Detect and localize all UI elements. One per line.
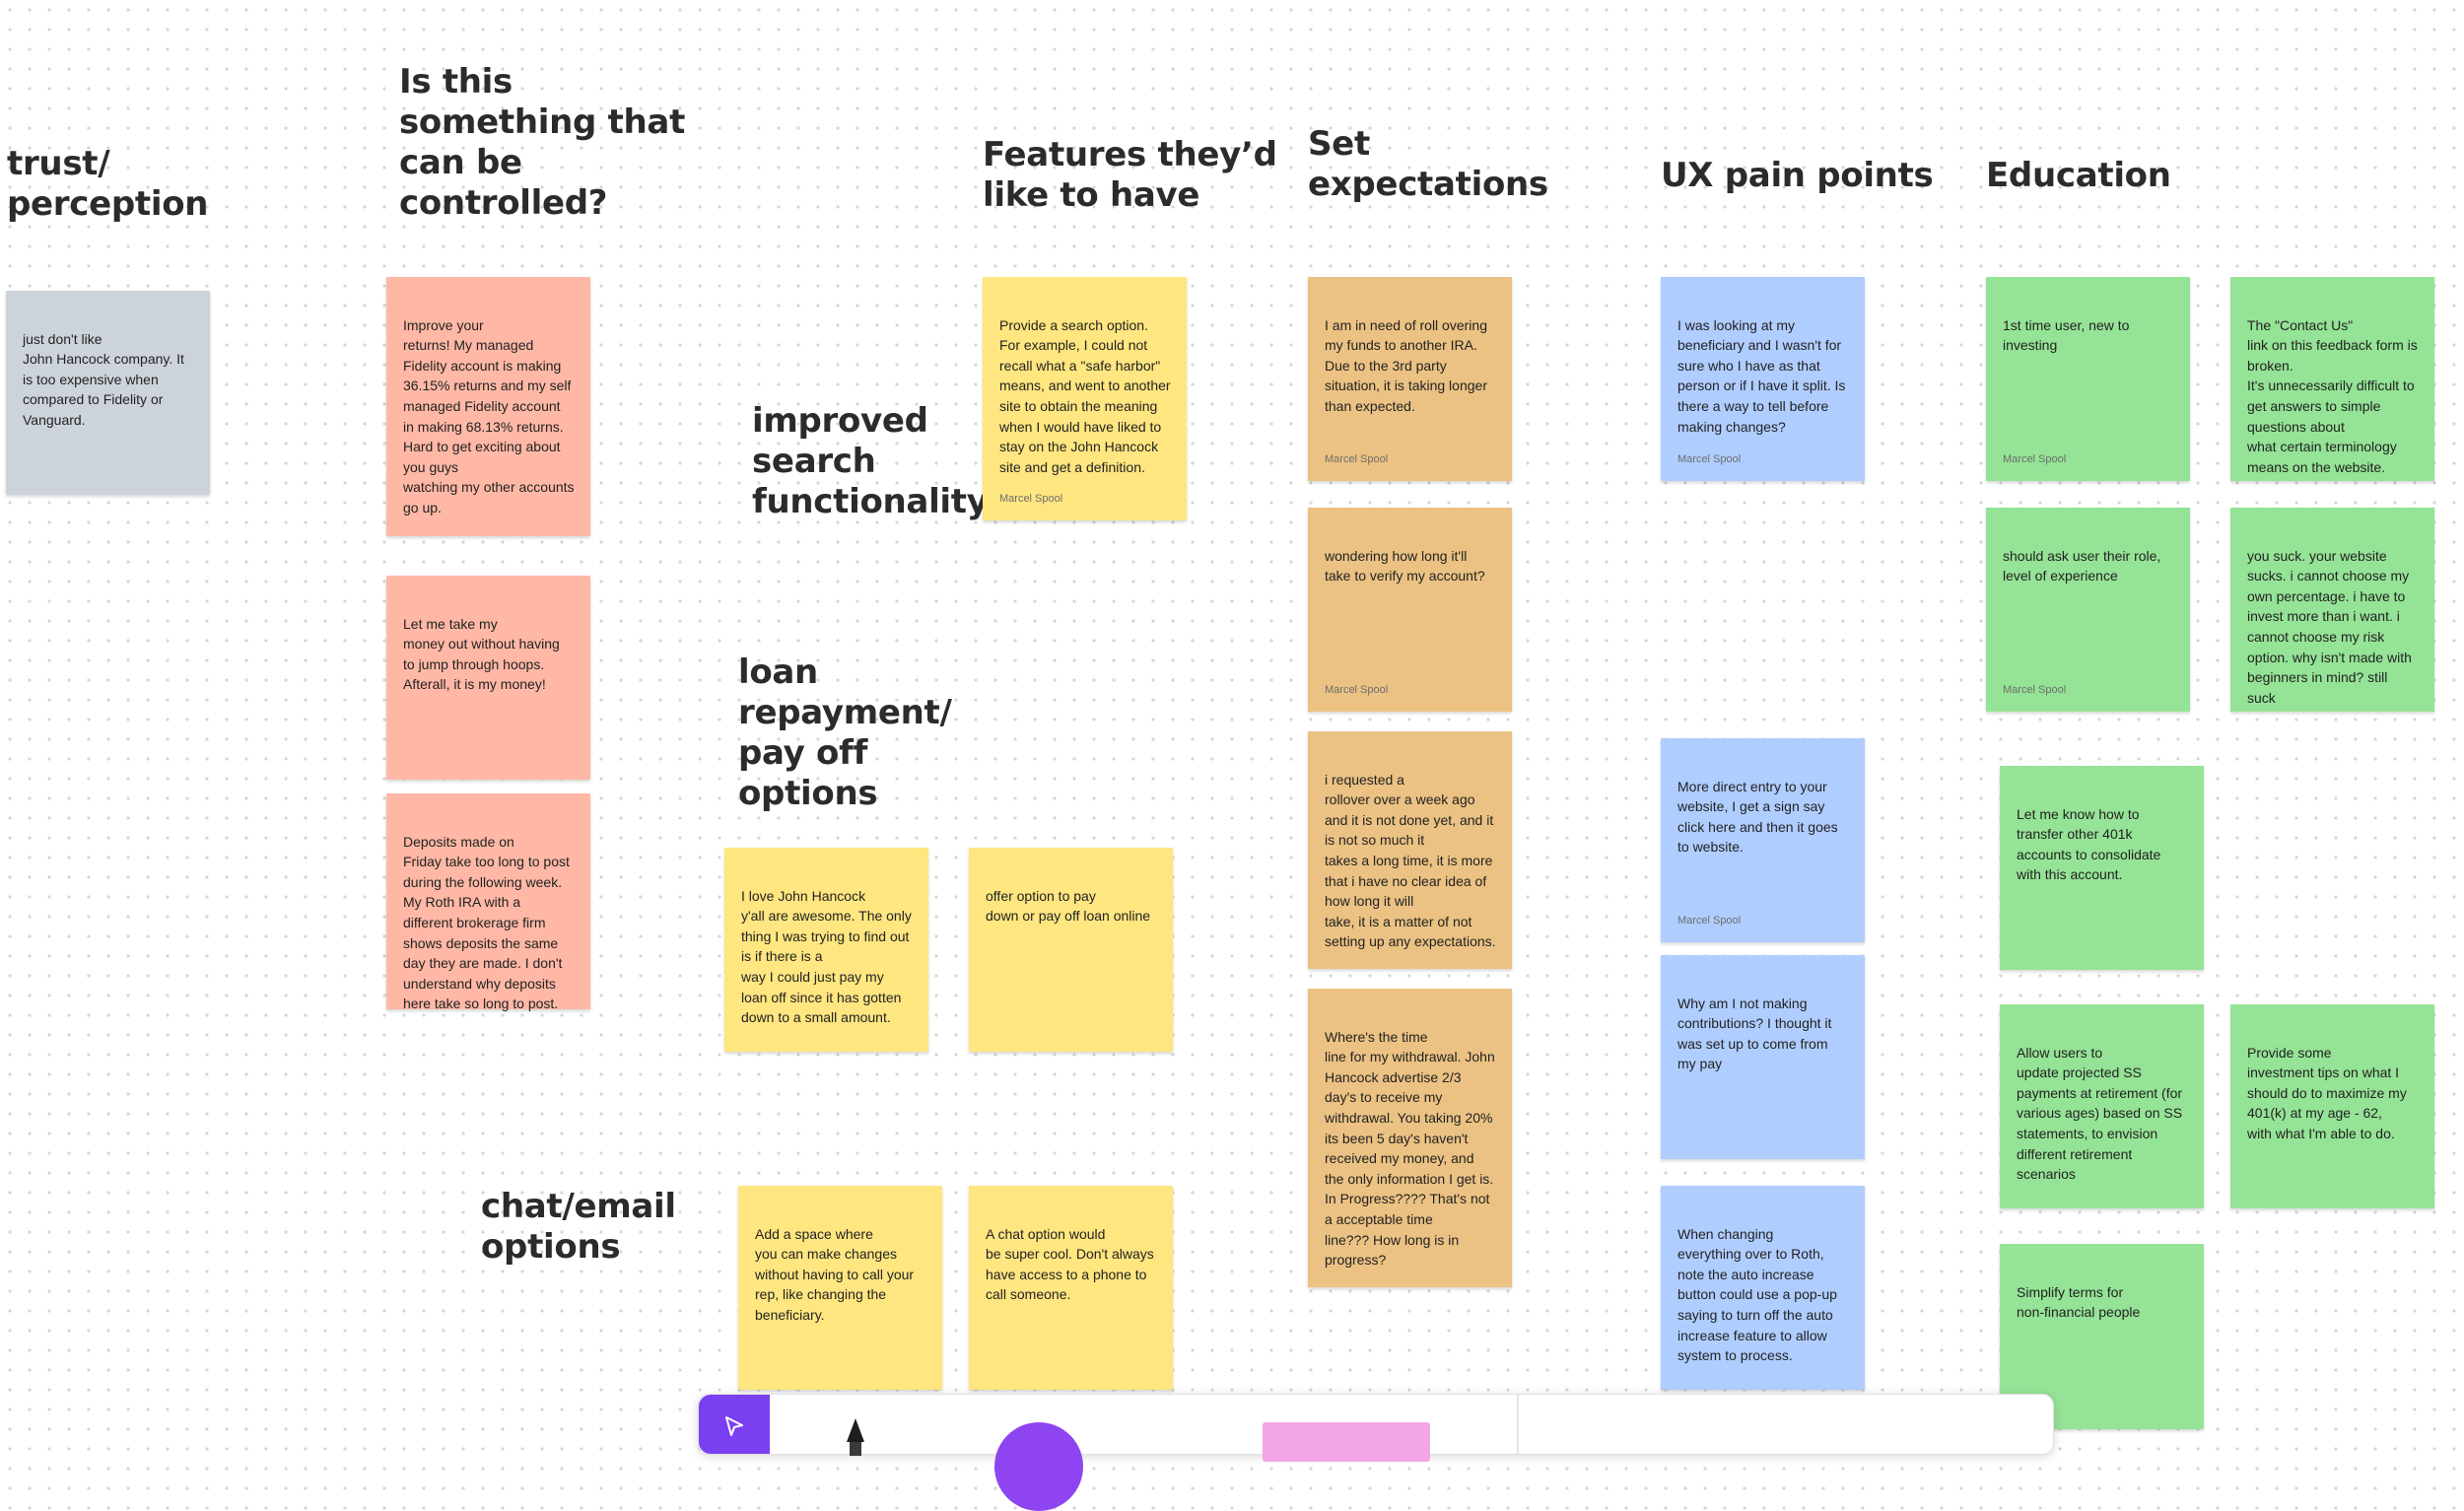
- sticky-note-icon[interactable]: [1263, 1422, 1430, 1462]
- sticky-text: Deposits made on Friday take too long to…: [403, 833, 570, 1012]
- shape-icon[interactable]: [994, 1422, 1083, 1511]
- sticky-author: Marcel Spool: [999, 493, 1063, 505]
- heading-trust-perception[interactable]: trust/ perception: [7, 144, 209, 224]
- sticky-text: i requested a rollover over a week ago a…: [1325, 771, 1496, 950]
- sticky-author: Marcel Spool: [1677, 915, 1742, 927]
- sticky-note[interactable]: I am in need of roll overing my funds to…: [1308, 277, 1512, 481]
- sticky-text: 1st time user, new to investing: [2003, 316, 2130, 354]
- sticky-note[interactable]: 1st time user, new to investing Marcel S…: [1986, 277, 2190, 481]
- sticky-note[interactable]: When changing everything over to Roth, n…: [1661, 1186, 1865, 1390]
- select-cursor-icon[interactable]: [699, 1395, 770, 1454]
- sticky-text: I love John Hancock y'all are awesome. T…: [741, 887, 912, 1026]
- sticky-text: Improve your returns! My managed Fidelit…: [403, 316, 575, 515]
- sticky-note[interactable]: Provide some investment tips on what I s…: [2230, 1004, 2434, 1208]
- sticky-author: Marcel Spool: [1677, 453, 1742, 465]
- sticky-note[interactable]: just don't like John Hancock company. It…: [6, 291, 210, 495]
- sticky-note[interactable]: Deposits made on Friday take too long to…: [386, 793, 590, 1011]
- sticky-text: Why am I not making contributions? I tho…: [1677, 995, 1832, 1072]
- sticky-note[interactable]: The "Contact Us" link on this feedback f…: [2230, 277, 2434, 481]
- sticky-note[interactable]: offer option to pay down or pay off loan…: [969, 848, 1173, 1052]
- sticky-text: Allow users to update projected SS payme…: [2017, 1044, 2183, 1183]
- sticky-author: Marcel Spool: [2003, 684, 2067, 696]
- heading-improved-search[interactable]: improved search functionality: [752, 401, 989, 521]
- sticky-note[interactable]: you suck. your website sucks. i cannot c…: [2230, 508, 2434, 712]
- sticky-note[interactable]: I love John Hancock y'all are awesome. T…: [724, 848, 928, 1052]
- heading-controlled[interactable]: Is this something that can be controlled…: [399, 62, 686, 223]
- sticky-note[interactable]: Allow users to update projected SS payme…: [2000, 1004, 2204, 1208]
- sticky-text: More direct entry to your website, I get…: [1677, 778, 1838, 856]
- sticky-text: Simplify terms for non-financial people: [2017, 1283, 2141, 1321]
- heading-loan-repayment[interactable]: loan repayment/ pay off options: [738, 652, 952, 813]
- sticky-note[interactable]: wondering how long it'll take to verify …: [1308, 508, 1512, 712]
- sticky-text: Let me take my money out without having …: [403, 615, 560, 693]
- sticky-text: wondering how long it'll take to verify …: [1325, 547, 1485, 584]
- sticky-author: Marcel Spool: [2003, 453, 2067, 465]
- sticky-note[interactable]: I was looking at my beneficiary and I wa…: [1661, 277, 1865, 481]
- sticky-note[interactable]: Add a space where you can make changes w…: [738, 1186, 942, 1390]
- sticky-note[interactable]: i requested a rollover over a week ago a…: [1308, 731, 1512, 969]
- sticky-text: Where's the time line for my withdrawal.…: [1325, 1028, 1495, 1269]
- sticky-note[interactable]: Provide a search option. For example, I …: [983, 277, 1187, 520]
- sticky-note[interactable]: A chat option would be super cool. Don't…: [969, 1186, 1173, 1390]
- sticky-text: Let me know how to transfer other 401k a…: [2017, 805, 2161, 883]
- heading-education[interactable]: Education: [1986, 156, 2171, 195]
- sticky-text: I was looking at my beneficiary and I wa…: [1677, 316, 1846, 435]
- sticky-text: When changing everything over to Roth, n…: [1677, 1225, 1837, 1364]
- bottom-toolbar: [698, 1394, 2054, 1511]
- sticky-note[interactable]: Improve your returns! My managed Fidelit…: [386, 277, 590, 536]
- sticky-author: Marcel Spool: [1325, 453, 1389, 465]
- sticky-note[interactable]: More direct entry to your website, I get…: [1661, 738, 1865, 942]
- toolbar-divider: [1517, 1395, 1519, 1454]
- sticky-text: Add a space where you can make changes w…: [755, 1225, 915, 1323]
- sticky-text: you suck. your website sucks. i cannot c…: [2247, 547, 2412, 706]
- sticky-note[interactable]: Let me know how to transfer other 401k a…: [2000, 766, 2204, 970]
- heading-ux-pain-points[interactable]: UX pain points: [1661, 156, 1934, 195]
- sticky-text: Provide a search option. For example, I …: [999, 316, 1171, 475]
- sticky-note[interactable]: should ask user their role, level of exp…: [1986, 508, 2190, 712]
- sticky-text: offer option to pay down or pay off loan…: [986, 887, 1151, 925]
- sticky-text: just don't like John Hancock company. It…: [23, 330, 184, 428]
- sticky-text: A chat option would be super cool. Don't…: [986, 1225, 1154, 1303]
- heading-features[interactable]: Features they’d like to have: [983, 135, 1277, 215]
- sticky-text: The "Contact Us" link on this feedback f…: [2247, 316, 2418, 475]
- pen-icon[interactable]: [841, 1416, 870, 1456]
- sticky-author: Marcel Spool: [1325, 684, 1389, 696]
- sticky-note[interactable]: Why am I not making contributions? I tho…: [1661, 955, 1865, 1159]
- sticky-text: should ask user their role, level of exp…: [2003, 547, 2161, 584]
- sticky-note[interactable]: Let me take my money out without having …: [386, 576, 590, 780]
- heading-set-expectations[interactable]: Set expectations: [1308, 124, 1548, 204]
- sticky-note[interactable]: Where's the time line for my withdrawal.…: [1308, 989, 1512, 1287]
- heading-chat-email[interactable]: chat/email options: [481, 1187, 676, 1267]
- sticky-text: I am in need of roll overing my funds to…: [1325, 316, 1487, 414]
- sticky-text: Provide some investment tips on what I s…: [2247, 1044, 2407, 1141]
